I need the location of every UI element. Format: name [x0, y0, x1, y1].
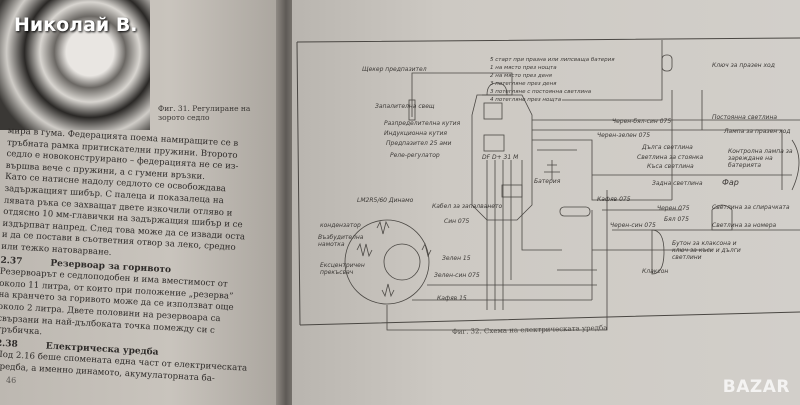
label-high-beam: Дълга светлина [642, 144, 693, 151]
label-wire-black-green: Черен-зелен 075 [597, 132, 651, 139]
legend-item: 1 на място през нощта [490, 65, 557, 71]
diagram-border [296, 37, 800, 326]
label-wire-green: Зелен 15 [442, 255, 471, 262]
label-ignition-key: Ключ за празен ход [712, 62, 775, 69]
label-wire-brown: Кафяв 075 [597, 196, 631, 203]
left-page: Николай В. Фиг. 31. Регулиране на зорото… [0, 0, 285, 405]
coil-box [483, 102, 503, 120]
coil-windings [356, 220, 432, 298]
legend-item: 3 потегляне през деня [490, 81, 557, 87]
label-dynamo: LM2R5/60 Динамо [357, 197, 414, 204]
label-plate-light: Светлина за номера [712, 222, 777, 229]
spark-plug-icon [408, 99, 416, 121]
label-fuse: Предпазител 25 ами [386, 140, 452, 147]
page-number: 46 [6, 376, 17, 385]
legend-item: 3 потегляне с постоянна светлина [490, 89, 592, 95]
label-capacitor: кондензатор [320, 222, 361, 229]
horn-icon [651, 229, 665, 275]
battery-icon [544, 160, 560, 180]
cable-connector [559, 206, 591, 217]
legend-item: 4 потегляне през нощта [490, 97, 562, 103]
label-wire-green-blue: Зелен-син 075 [434, 272, 480, 279]
label-spark-plug: Запалителна свещ [375, 103, 435, 110]
label-ignition-cable: Кабел за запалването [432, 203, 503, 210]
label-regulator: Реле-регулатор [390, 152, 440, 159]
label-dyn-terminals: DF D+ 31 M [482, 154, 519, 161]
ignition-key-icon [661, 54, 673, 72]
body-text: мира в гума. Федерацията поема намиращит… [0, 126, 276, 388]
label-ignition-coil: Индукционна кутия [384, 130, 447, 137]
label-wire-brown-15: Кафяв 15 [437, 295, 467, 302]
dynamo-icon [344, 219, 430, 305]
dynamo-rotor [383, 243, 421, 281]
wiring-diagram [296, 37, 800, 331]
label-spark-plug-cap: Щекер предпазител [362, 66, 427, 73]
label-horn-button: Бутон за клаксона и ключ за къси и дълги… [672, 240, 741, 261]
horn-button-icon [711, 204, 733, 231]
legend-item: 2 на място през деня [490, 73, 552, 79]
label-horn: Клаксон [642, 268, 669, 275]
label-wire-black-white-blue: Черен-бял-син 075 [612, 118, 672, 125]
headlight-icon [701, 90, 800, 191]
label-distributor: Разпределителна кутия [384, 120, 461, 127]
label-brake-light: Светлина за спирачката [712, 204, 790, 211]
wire [386, 190, 608, 331]
watermark: Николай В. [14, 14, 138, 36]
label-charge-lamp: Контролна лампа за зареждане на батерият… [728, 148, 793, 169]
switch-box [501, 184, 523, 198]
label-tail-light: Задна светлина [652, 180, 703, 187]
label-low-beam: Къса светлина [647, 163, 694, 170]
right-page: 5 старт при празна или липсваща батерия … [292, 0, 800, 405]
label-neutral-lamp: Лампа за празен ход [724, 128, 791, 135]
seat-photo [0, 0, 150, 130]
switch-position-legend: 5 старт при празна или липсваща батерия … [490, 56, 615, 104]
label-parking-light: Светлина за стоянка [637, 154, 704, 161]
distributor-housing [471, 82, 533, 221]
label-eccentric-breaker: Ексцентричен прекъсвач [320, 262, 365, 276]
label-wire-white: Бял 075 [664, 216, 689, 223]
regulator-box [483, 134, 505, 152]
label-constant-light: Постоянна светлина [712, 114, 778, 121]
legend-item: 5 старт при празна или липсваща батерия [490, 57, 615, 63]
label-wire-black-blue: Черен-син 075 [610, 222, 656, 229]
figure-31-caption: Фиг. 31. Регулиране на зорото седло [158, 104, 251, 122]
bazar-logo: BAZAR [722, 377, 790, 397]
label-wire-black: Черен 075 [657, 205, 690, 212]
label-battery: Батерия [534, 178, 561, 185]
label-excitation-coil: Възбудителна намотка [318, 234, 364, 248]
label-wire-blue: Син 075 [444, 218, 470, 225]
label-headlight: Фар [722, 178, 739, 187]
